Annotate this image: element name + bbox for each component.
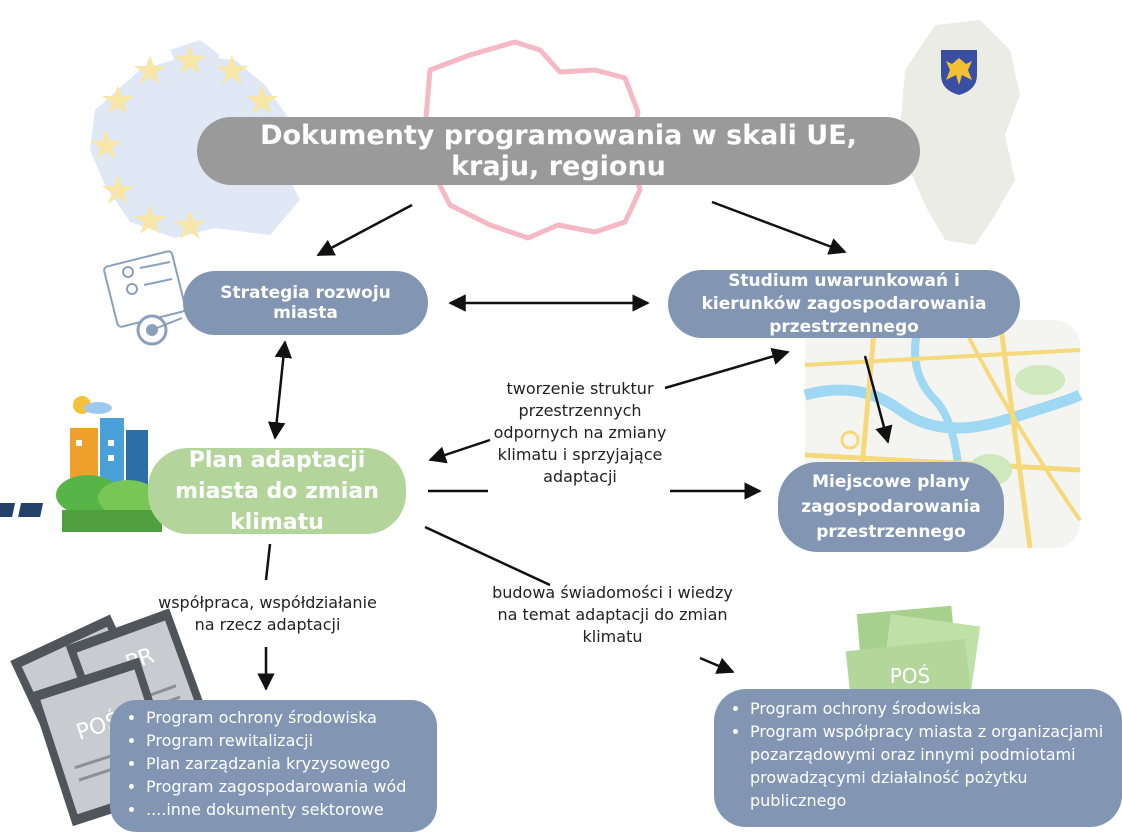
documents-right-icon: POŚ [845, 605, 981, 702]
left-documents-box: Program ochrony środowiska Program rewit… [110, 700, 437, 832]
list-item: Program zagospodarowania wód [146, 775, 456, 798]
node-strategy-text: Strategia rozwoju miasta [220, 283, 391, 323]
node-adaptation-plan-text: Plan adaptacji miasta do zmian klimatu [175, 447, 379, 535]
node-local-plans: Miejscowe plany zagospodarowania przestr… [778, 462, 1004, 552]
list-item: Plan zarządzania kryzysowego [146, 752, 456, 775]
title-pill: Dokumenty programowania w skali UE, kraj… [197, 117, 920, 185]
node-adaptation-plan: Plan adaptacji miasta do zmian klimatu [148, 448, 406, 535]
arrows [257, 200, 893, 691]
left-documents-list: Program ochrony środowiska Program rewit… [118, 706, 456, 821]
silesia-coat-of-arms-icon [941, 50, 977, 95]
right-documents-list: Program ochrony środowiska Program współ… [722, 697, 1122, 812]
list-item: Program rewitalizacji [146, 729, 456, 752]
list-item: Program współpracy miasta z organizacjam… [750, 720, 1122, 812]
label-cooperation: współpraca, współdziałanie na rzecz adap… [158, 593, 377, 634]
list-item: ....inne dokumenty sektorowe [146, 798, 456, 821]
green-city-icon [0, 396, 162, 532]
label-structures: tworzenie struktur przestrzennych odporn… [493, 379, 667, 486]
poland-outline-icon [422, 39, 643, 241]
list-item: Program ochrony środowiska [750, 697, 1122, 720]
node-study: Studium uwarunkowań i kierunków zagospod… [668, 270, 1020, 338]
eu-map-icon [90, 40, 300, 239]
node-study-text: Studium uwarunkowań i kierunków zagospod… [701, 270, 987, 337]
node-local-plans-text: Miejscowe plany zagospodarowania przestr… [801, 471, 981, 542]
doc-stamp-pos-right: POŚ [890, 664, 931, 688]
node-strategy: Strategia rozwoju miasta [183, 271, 428, 335]
list-item: Program ochrony środowiska [146, 706, 456, 729]
checklist-target-icon [103, 250, 187, 346]
right-documents-box: Program ochrony środowiska Program współ… [714, 689, 1122, 827]
title-text: Dokumenty programowania w skali UE, kraj… [260, 120, 857, 182]
label-awareness: budowa świadomości i wiedzy na temat ada… [492, 583, 733, 646]
silesia-region-icon [900, 20, 1020, 245]
